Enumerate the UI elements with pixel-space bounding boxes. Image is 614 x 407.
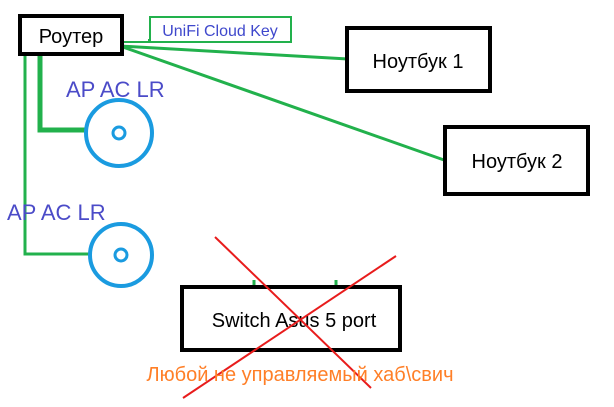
laptop2-box <box>443 125 590 196</box>
cross-line-1 <box>214 236 372 389</box>
ap1-inner-icon <box>111 125 127 141</box>
router-to-cloudkey-line <box>124 39 150 43</box>
router-label: Роутер <box>39 26 104 48</box>
cross-out-mark <box>182 236 397 399</box>
laptop1-label: Ноутбук 1 <box>373 51 464 73</box>
router-to-ap1-line <box>37 56 86 133</box>
laptop1-box <box>345 26 492 93</box>
ap2-inner-icon <box>113 247 129 263</box>
cloudkey-label: UniFi Cloud Key <box>162 23 278 40</box>
cloudkey-box <box>149 16 292 43</box>
connection-lines <box>23 39 445 287</box>
laptop2-label: Ноутбук 2 <box>472 151 563 173</box>
router-box <box>18 14 124 56</box>
switch-label: Switch Asus 5 port <box>212 310 377 332</box>
cross-line-2 <box>182 255 397 399</box>
unmanaged-switch-note: Любой не управляемый хаб\свич <box>146 364 453 386</box>
router-to-laptop1-line <box>119 44 349 61</box>
ap2-label: AP AC LR <box>7 200 106 225</box>
router-to-laptop2-line <box>119 44 445 162</box>
ap1-label: AP AC LR <box>66 77 165 102</box>
switch-box <box>180 285 402 352</box>
router-to-ap2-line <box>23 56 90 256</box>
